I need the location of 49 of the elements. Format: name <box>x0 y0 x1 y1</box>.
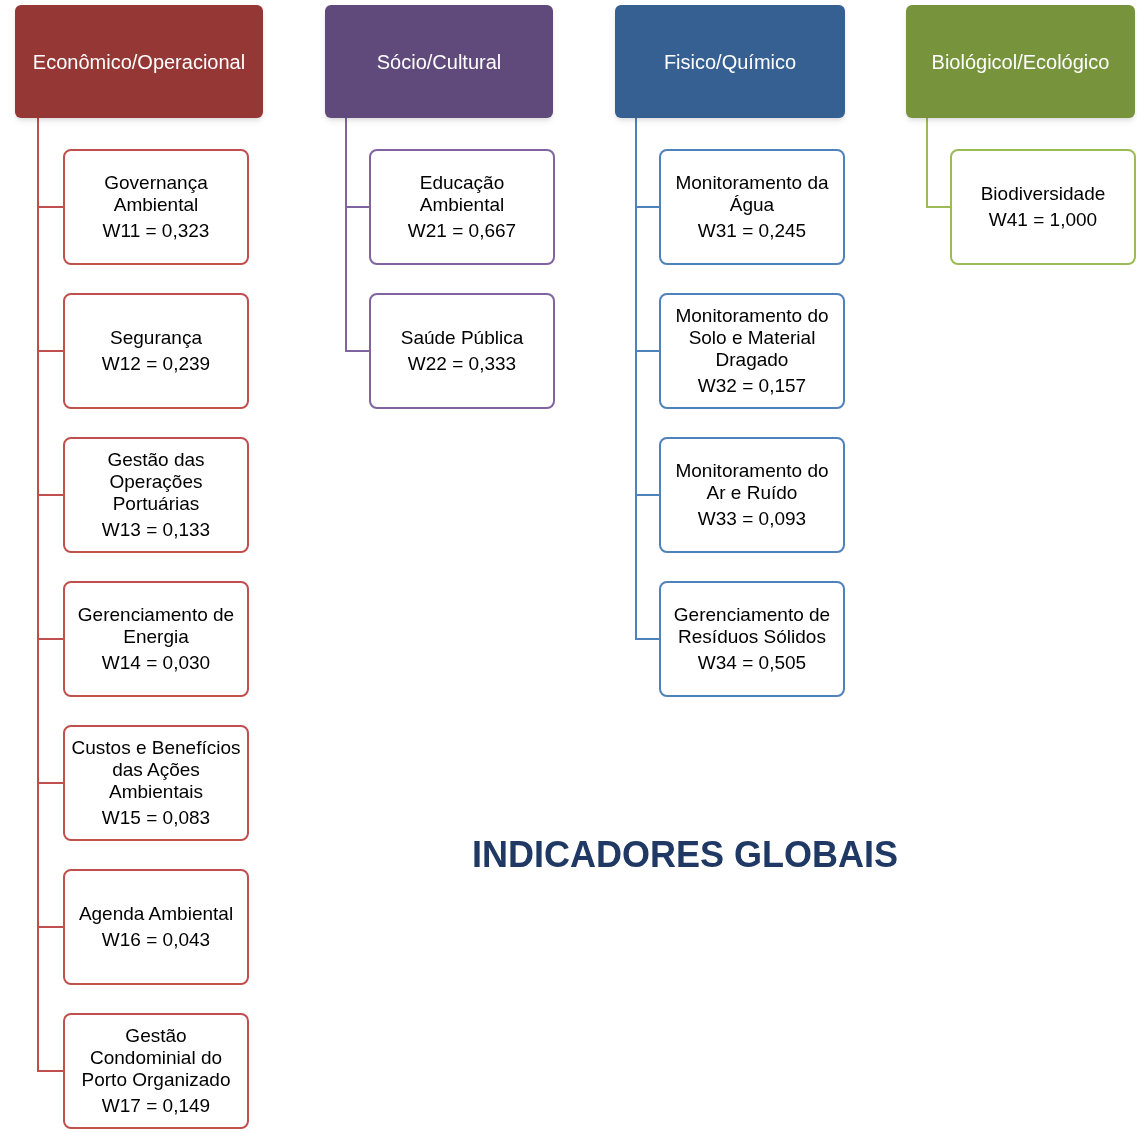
connector-line <box>345 117 370 352</box>
indicator-weight: W31 = 0,245 <box>697 220 807 242</box>
indicator-box <box>950 149 1136 265</box>
indicator-weight: W41 = 1,000 <box>988 209 1098 231</box>
indicator-box <box>63 149 249 265</box>
indicator-weight: W12 = 0,239 <box>101 353 211 375</box>
category-header: Econômico/Operacional <box>15 5 263 118</box>
indicator-weight: W33 = 0,093 <box>697 508 807 530</box>
indicator-name: Gestão das Operações Portuárias <box>106 449 206 515</box>
category-header: Biológicol/Ecológico <box>906 5 1135 118</box>
indicator-name: Gestão Condominial do Porto Organizado <box>80 1025 232 1091</box>
indicator-box <box>659 581 845 697</box>
indicator-name: Custos e Benefícios das Ações Ambientais <box>70 737 242 803</box>
indicator-name: Monitoramento da Água <box>674 172 830 216</box>
indicator-box <box>369 293 555 409</box>
indicator-name: Governança Ambiental <box>103 172 209 216</box>
indicator-box <box>659 437 845 553</box>
indicator-weight: W11 = 0,323 <box>102 220 210 242</box>
indicator-name: Educação Ambiental <box>418 172 506 216</box>
indicator-name: Segurança <box>110 327 202 349</box>
indicator-weight: W13 = 0,133 <box>101 519 211 541</box>
indicator-weight: W32 = 0,157 <box>697 375 807 397</box>
indicator-name: Agenda Ambiental <box>78 903 234 925</box>
indicator-name: Gerenciamento de Resíduos Sólidos <box>672 604 832 648</box>
indicator-name: Biodiversidade <box>980 183 1106 205</box>
indicator-box <box>63 581 249 697</box>
indicator-name: Monitoramento do Solo e Material Dragado <box>674 305 830 371</box>
indicator-box <box>63 725 249 841</box>
indicator-weight: W14 = 0,030 <box>101 652 211 674</box>
indicator-weight: W16 = 0,043 <box>101 929 211 951</box>
indicator-name: Saúde Pública <box>400 327 524 349</box>
indicator-weight: W15 = 0,083 <box>101 807 211 829</box>
indicator-box <box>659 293 845 409</box>
indicator-name: Gerenciamento de Energia <box>76 604 236 648</box>
indicator-weight: W21 = 0,667 <box>407 220 517 242</box>
indicator-weight: W34 = 0,505 <box>697 652 807 674</box>
indicator-name: Monitoramento do Ar e Ruído <box>674 460 830 504</box>
connector-line <box>926 117 951 208</box>
title: INDICADORES GLOBAIS <box>471 833 899 877</box>
indicator-weight: W22 = 0,333 <box>407 353 517 375</box>
indicator-box <box>369 149 555 265</box>
indicator-box <box>63 437 249 553</box>
indicator-box <box>659 149 845 265</box>
indicator-box <box>63 869 249 985</box>
indicator-weight: W17 = 0,149 <box>101 1095 211 1117</box>
category-header: Sócio/Cultural <box>325 5 553 118</box>
category-header: Fisico/Químico <box>615 5 845 118</box>
indicator-box <box>63 1013 249 1129</box>
indicator-box <box>63 293 249 409</box>
